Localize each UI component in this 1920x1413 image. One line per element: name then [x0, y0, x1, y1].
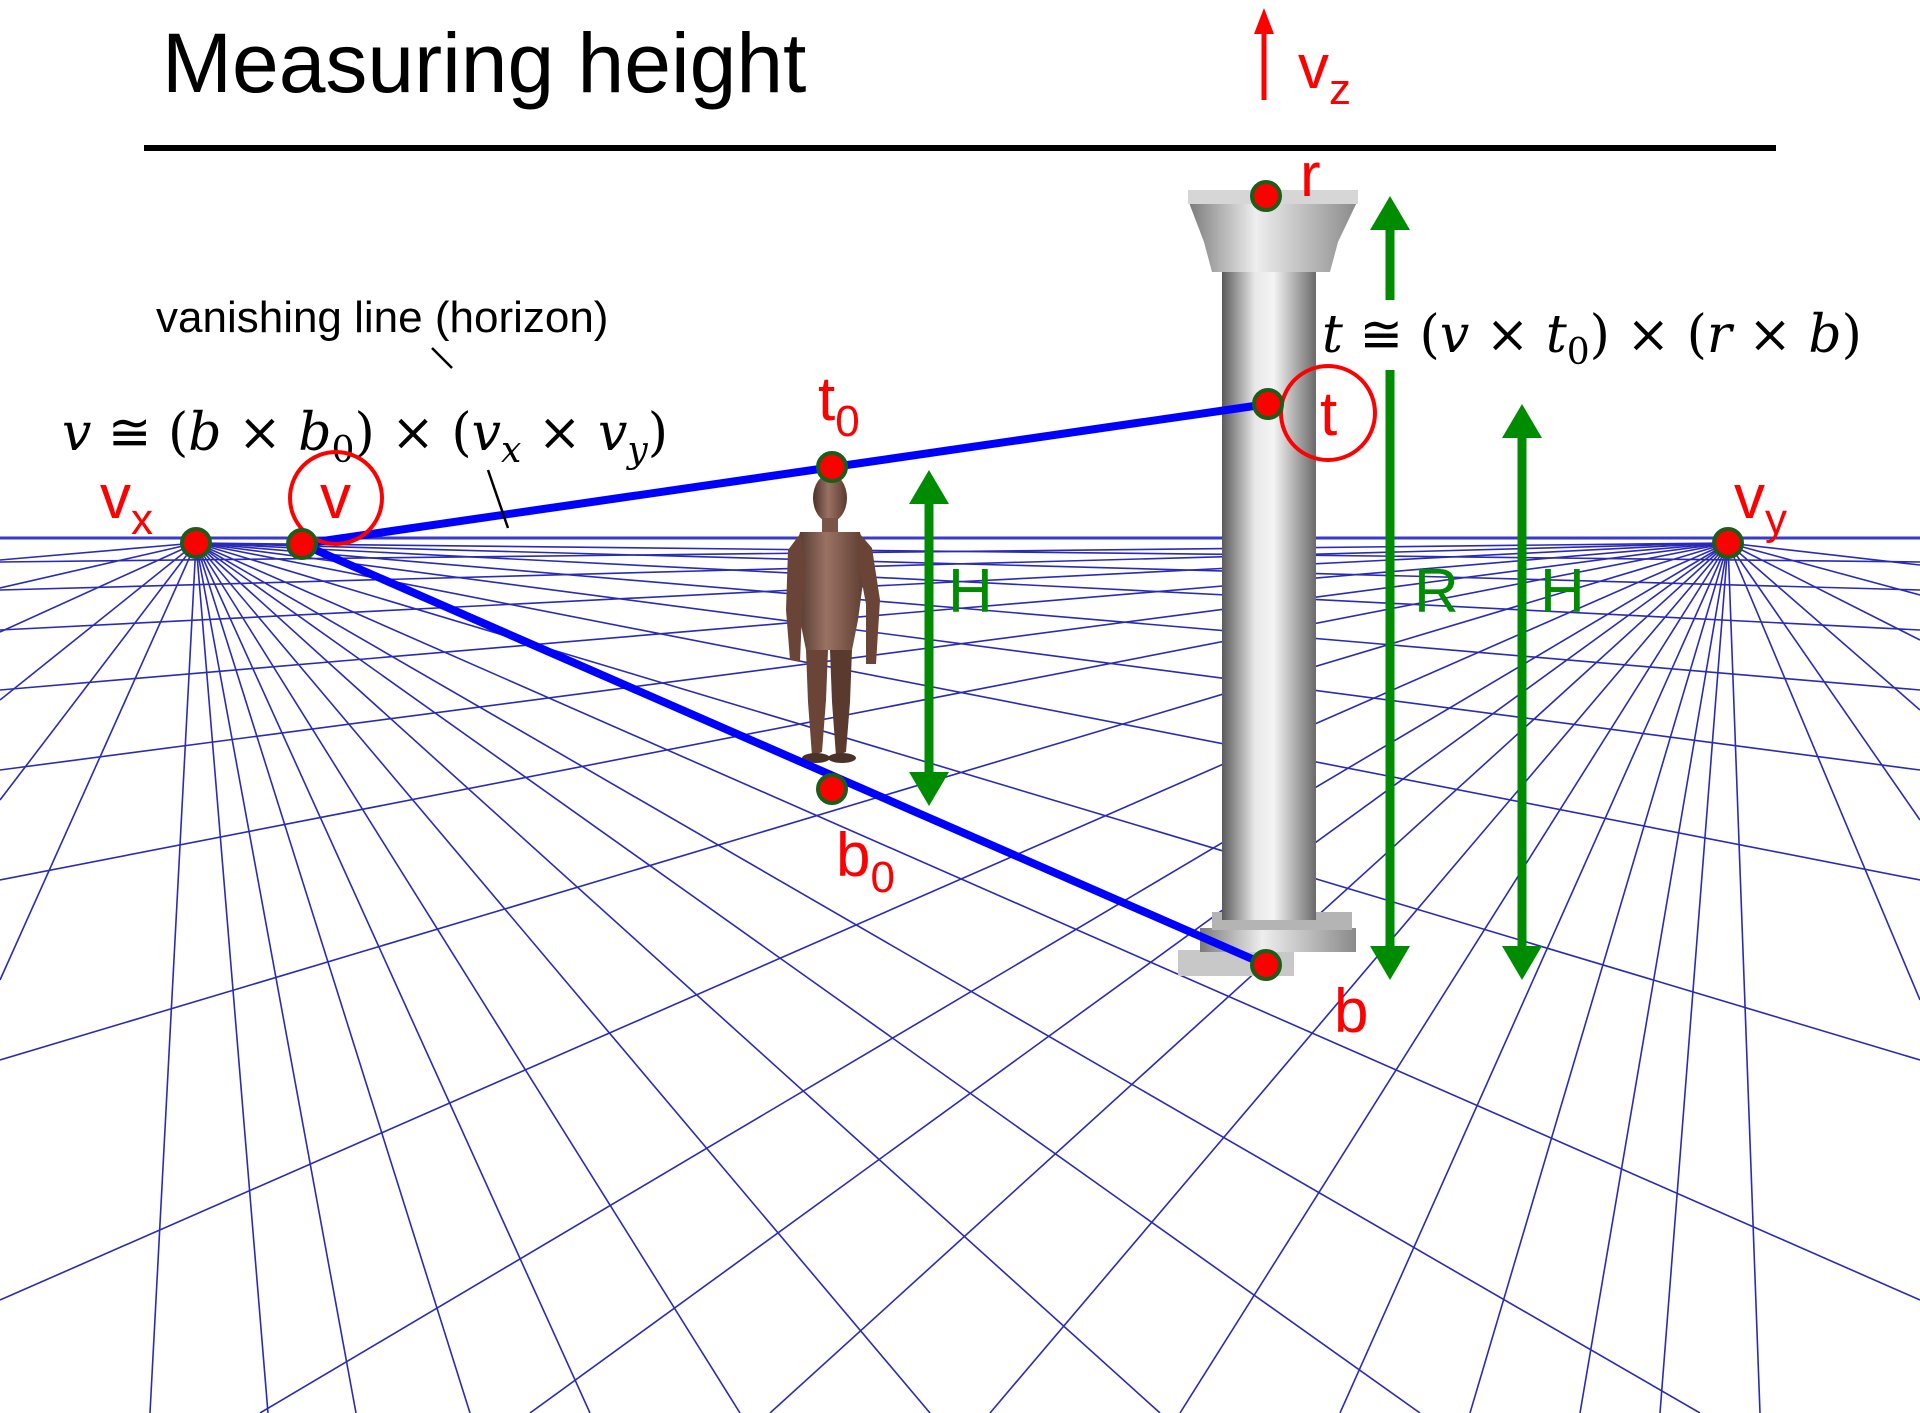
v-formula: v ≅ (b × b0) × (vx × vy) [62, 403, 668, 471]
b-label: b [1334, 977, 1368, 1046]
grid-line-y-4 [0, 542, 1729, 771]
grid-line-x-7 [195, 542, 1920, 1301]
grid-line-x-13 [195, 542, 591, 1413]
grid-line-y-3 [0, 542, 1729, 691]
point-r [1250, 180, 1282, 212]
person-left-leg [806, 650, 828, 756]
grid-line-x-2 [195, 542, 1920, 631]
grid-line-y-7 [0, 542, 1729, 1301]
grid-line-x-16 [195, 542, 269, 1413]
point-b0 [816, 773, 848, 805]
arrow-H-person [909, 470, 949, 806]
vz-label: vz [1298, 33, 1351, 114]
line-v-to-b [300, 540, 1268, 969]
grid-line-x-1 [195, 542, 1920, 591]
person-torso [794, 532, 866, 650]
point-vy [1712, 527, 1744, 559]
grid-line-x-3 [195, 542, 1920, 691]
grid-line-x-5 [195, 542, 1920, 881]
person-head [813, 474, 847, 522]
t-label: t [1320, 380, 1337, 449]
grid-line-y-17 [1727, 542, 1761, 1413]
grid-line-x-8 [195, 542, 1701, 1413]
grid-line-y-19 [1727, 542, 1920, 821]
grid-line-x-20 [0, 542, 197, 701]
column-capital [1188, 200, 1358, 272]
v-highlight-circle [288, 450, 384, 546]
person-right-arm [858, 534, 880, 664]
grid-line-x-18 [0, 542, 197, 981]
r-label: r [1300, 141, 1321, 210]
person-right-leg [830, 650, 852, 756]
vy-label: vy [1734, 463, 1787, 544]
formula-gap [1368, 300, 1412, 370]
grid-line-y-14 [1469, 542, 1729, 1413]
grid-line-y-10 [769, 542, 1729, 1413]
person-left-arm [786, 534, 806, 662]
line-v-to-t [301, 400, 1269, 548]
horizon-caption: vanishing line (horizon) [156, 293, 608, 342]
grid-line-y-18 [1727, 542, 1920, 1001]
person-left-foot [802, 753, 830, 763]
grid-line-x-23 [0, 542, 197, 561]
grid-line-y-22 [1727, 542, 1920, 596]
t-formula: t ≅ (v × t0) × (r × b) [1322, 305, 1862, 373]
H-person-label: H [948, 557, 993, 626]
column [1178, 190, 1358, 976]
grid-line-x-14 [195, 542, 471, 1413]
ground-plane-grid [0, 542, 1920, 1413]
R-column-label: R [1414, 557, 1459, 626]
grid-line-x-0 [195, 542, 1920, 563]
point-t [1252, 388, 1284, 420]
column-shaft [1222, 270, 1316, 920]
grid-line-x-9 [195, 542, 1421, 1413]
grid-line-x-22 [0, 542, 197, 589]
points [180, 180, 1744, 981]
point-b [1250, 949, 1282, 981]
t0-label: t0 [818, 365, 860, 446]
grid-line-y-23 [1727, 542, 1920, 566]
caption-pointer-lower [486, 469, 510, 529]
arrow-H-column [1502, 404, 1542, 980]
point-vx [180, 527, 212, 559]
page-title: Measuring height [162, 16, 806, 110]
grid-line-y-16 [1659, 542, 1729, 1413]
grid-line-y-15 [1579, 542, 1729, 1413]
b0-label: b0 [836, 821, 895, 902]
H-column-label: H [1540, 557, 1585, 626]
grid-line-x-11 [195, 542, 931, 1413]
grid-line-x-6 [195, 542, 1920, 1061]
person-neck [822, 518, 838, 532]
vz-arrow [1254, 8, 1274, 100]
grid-line-y-12 [1179, 542, 1729, 1413]
caption-pointer-upper [431, 347, 453, 369]
grid-line-y-20 [1727, 542, 1920, 711]
grid-line-x-10 [195, 542, 1161, 1413]
height-arrows [909, 196, 1542, 980]
grid-line-y-6 [0, 542, 1729, 1061]
point-v [286, 528, 318, 560]
grid-line-y-13 [1339, 542, 1729, 1413]
vx-label: vx [100, 463, 153, 544]
person-figure [786, 474, 880, 763]
grid-line-x-17 [149, 542, 197, 1413]
grid-line-y-5 [0, 542, 1729, 881]
v-label: v [320, 463, 351, 532]
point-t0 [816, 451, 848, 483]
grid-line-y-9 [529, 542, 1729, 1413]
person-right-foot [828, 753, 856, 763]
grid-line-y-21 [1727, 542, 1920, 641]
grid-line-y-8 [259, 542, 1729, 1413]
grid-line-x-12 [195, 542, 741, 1413]
grid-line-x-4 [195, 542, 1920, 771]
grid-line-y-11 [989, 542, 1729, 1413]
